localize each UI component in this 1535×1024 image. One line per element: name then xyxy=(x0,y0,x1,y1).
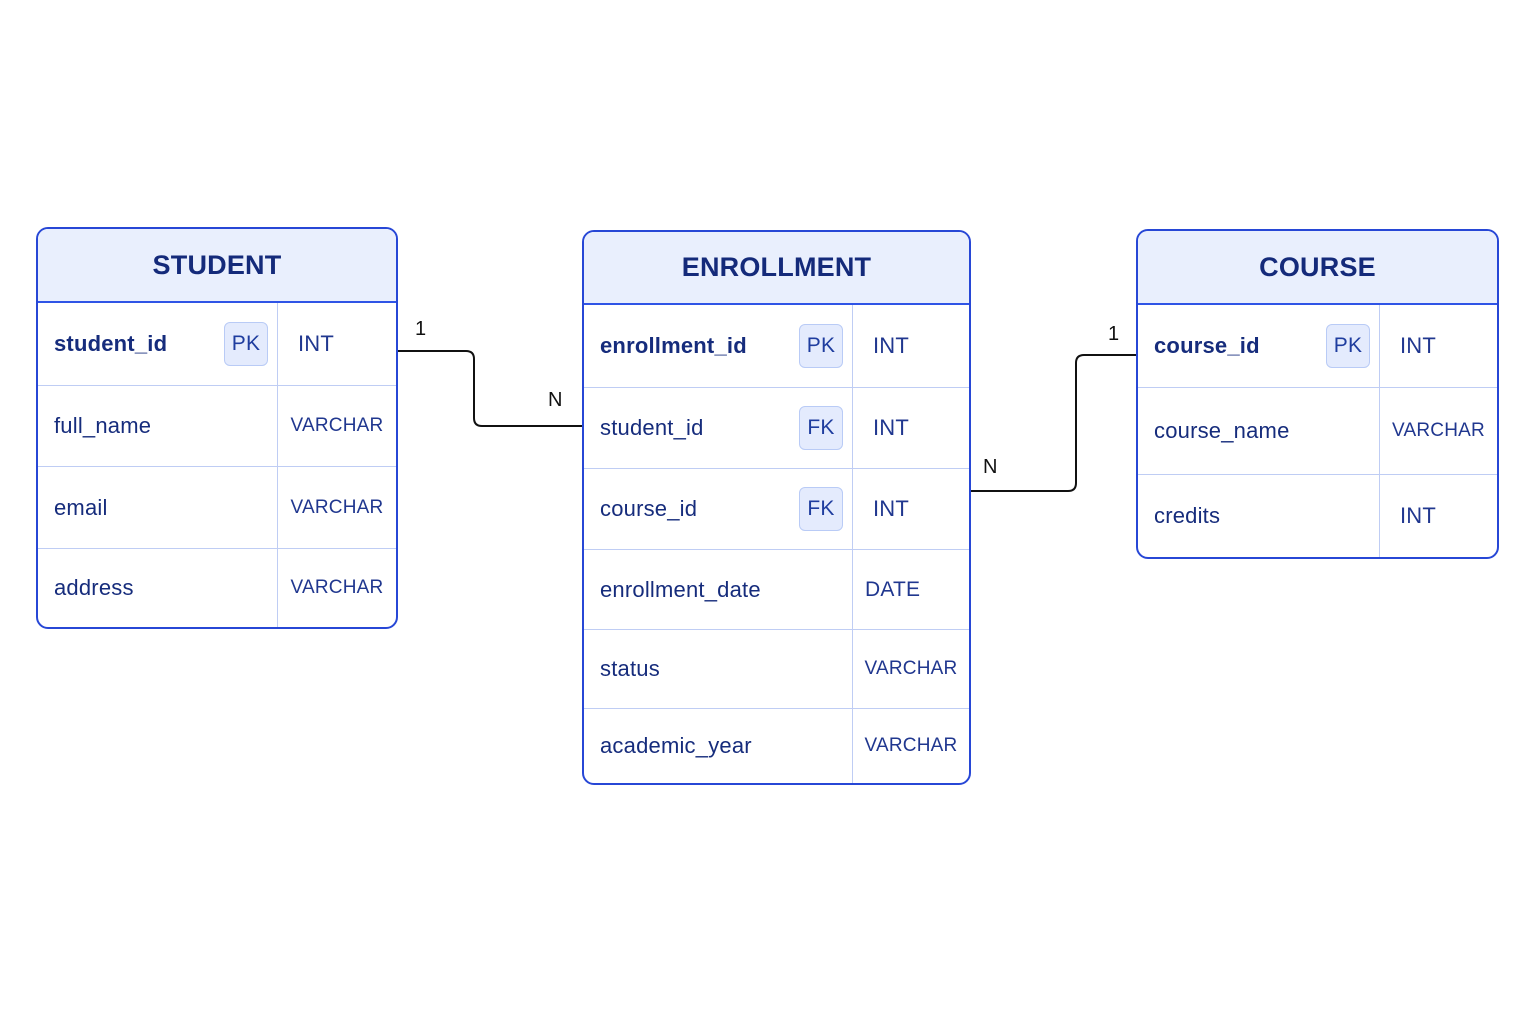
field-name: address xyxy=(54,575,134,600)
table-row: course_id FK INT xyxy=(584,469,969,550)
field-type: VARCHAR xyxy=(290,577,384,598)
field-name: course_id xyxy=(1154,333,1260,358)
field-name: course_id xyxy=(600,496,698,521)
field-type: INT xyxy=(298,331,335,356)
table-row: student_id FK INT xyxy=(584,388,969,469)
field-type: DATE xyxy=(865,577,921,601)
course-entity-title: COURSE xyxy=(1138,231,1497,305)
table-row: academic_year VARCHAR xyxy=(584,709,969,783)
table-row: address VARCHAR xyxy=(38,549,396,627)
table-row: enrollment_date DATE xyxy=(584,550,969,630)
table-row: credits INT xyxy=(1138,475,1497,557)
student-entity-title: STUDENT xyxy=(38,229,396,303)
enrollment-course-cardinality-label: N xyxy=(983,456,998,478)
field-type: INT xyxy=(1400,503,1437,528)
field-type: VARCHAR xyxy=(864,658,958,679)
field-type: VARCHAR xyxy=(290,415,384,436)
field-name: student_id xyxy=(600,415,704,440)
table-row: status VARCHAR xyxy=(584,630,969,709)
table-row: course_name VARCHAR xyxy=(1138,388,1497,475)
field-name: academic_year xyxy=(600,733,752,758)
student-cardinality-label: 1 xyxy=(415,318,427,340)
field-type: INT xyxy=(1400,333,1437,358)
table-row: full_name VARCHAR xyxy=(38,386,396,467)
field-name: student_id xyxy=(54,331,168,356)
table-row: student_id PK INT xyxy=(38,303,396,386)
field-name: full_name xyxy=(54,413,152,438)
table-row: email VARCHAR xyxy=(38,467,396,549)
primary-key-badge: PK xyxy=(1326,324,1370,368)
field-type: VARCHAR xyxy=(864,735,958,756)
field-type: INT xyxy=(873,333,910,358)
student-entity: STUDENT student_id PK INT full_name VARC… xyxy=(36,227,398,629)
field-name: credits xyxy=(1154,503,1221,528)
table-row: enrollment_id PK INT xyxy=(584,305,969,388)
enrollment-student-cardinality-label: N xyxy=(548,389,563,411)
primary-key-badge: PK xyxy=(224,322,268,366)
field-type: INT xyxy=(873,496,910,521)
enrollment-entity-title: ENROLLMENT xyxy=(584,232,969,305)
field-name: email xyxy=(54,494,108,520)
table-row: course_id PK INT xyxy=(1138,305,1497,388)
primary-key-badge: PK xyxy=(799,324,843,368)
field-type: VARCHAR xyxy=(1392,420,1485,441)
field-name: status xyxy=(600,656,660,681)
field-type: INT xyxy=(873,415,910,440)
course-cardinality-label: 1 xyxy=(1108,323,1120,345)
enrollment-entity: ENROLLMENT enrollment_id PK INT student_… xyxy=(582,230,971,785)
field-name: enrollment_id xyxy=(600,333,747,358)
field-name: course_name xyxy=(1154,418,1290,443)
foreign-key-badge: FK xyxy=(799,406,843,450)
field-name: enrollment_date xyxy=(600,576,761,602)
foreign-key-badge: FK xyxy=(799,487,843,531)
field-type: VARCHAR xyxy=(290,496,384,518)
course-entity: COURSE course_id PK INT course_name VARC… xyxy=(1136,229,1499,559)
